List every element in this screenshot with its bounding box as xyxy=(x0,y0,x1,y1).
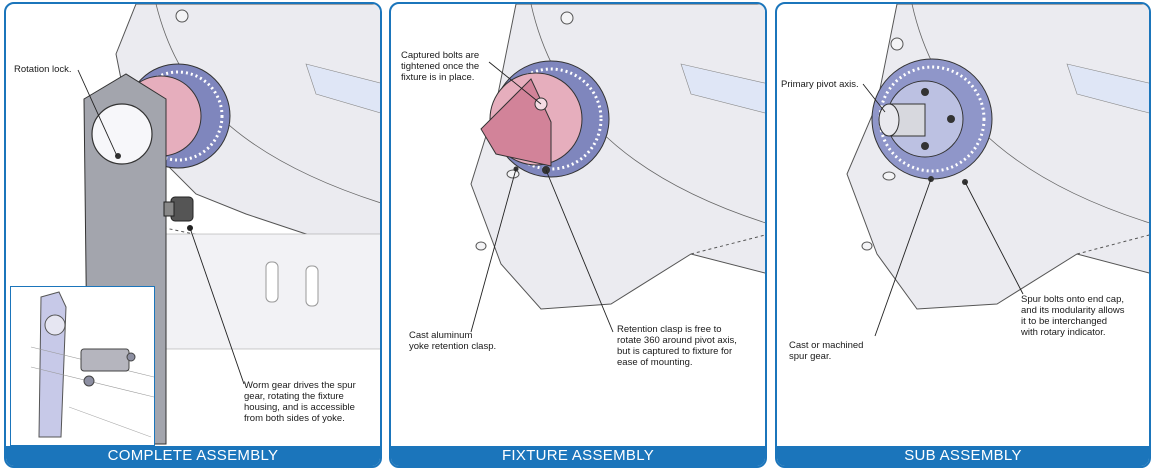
inset-detail-view xyxy=(10,286,155,446)
callout-cast-aluminum: Cast aluminum yoke retention clasp. xyxy=(409,330,497,352)
fixture-assembly-illustration xyxy=(470,4,765,333)
callout-worm-gear: Worm gear drives the spur gear, rotating… xyxy=(244,380,356,424)
inset-detail-illustration xyxy=(30,291,155,438)
callout-captured-bolts: Captured bolts are tightened once the fi… xyxy=(401,50,480,83)
callout-primary-pivot-axis: Primary pivot axis. xyxy=(781,79,859,90)
caption-sub-assembly: SUB ASSEMBLY xyxy=(777,446,1149,466)
sub-assembly-illustration xyxy=(846,4,1149,337)
caption-fixture-assembly: FIXTURE ASSEMBLY xyxy=(391,446,765,466)
callout-cast-or-machined: Cast or machined spur gear. xyxy=(789,340,864,362)
caption-complete-assembly: COMPLETE ASSEMBLY xyxy=(6,446,380,466)
callout-spur-bolts: Spur bolts onto end cap, and its modular… xyxy=(1021,294,1125,338)
panel-complete-assembly: Rotation lock. Worm gear drives the spur… xyxy=(4,2,382,468)
panel-fixture-assembly: Captured bolts are tightened once the fi… xyxy=(389,2,767,468)
callout-rotation-lock: Rotation lock. xyxy=(14,64,72,75)
panel-sub-assembly: Primary pivot axis. Cast or machined spu… xyxy=(775,2,1151,468)
callout-retention-clasp: Retention clasp is free to rotate 360 ar… xyxy=(617,324,737,368)
